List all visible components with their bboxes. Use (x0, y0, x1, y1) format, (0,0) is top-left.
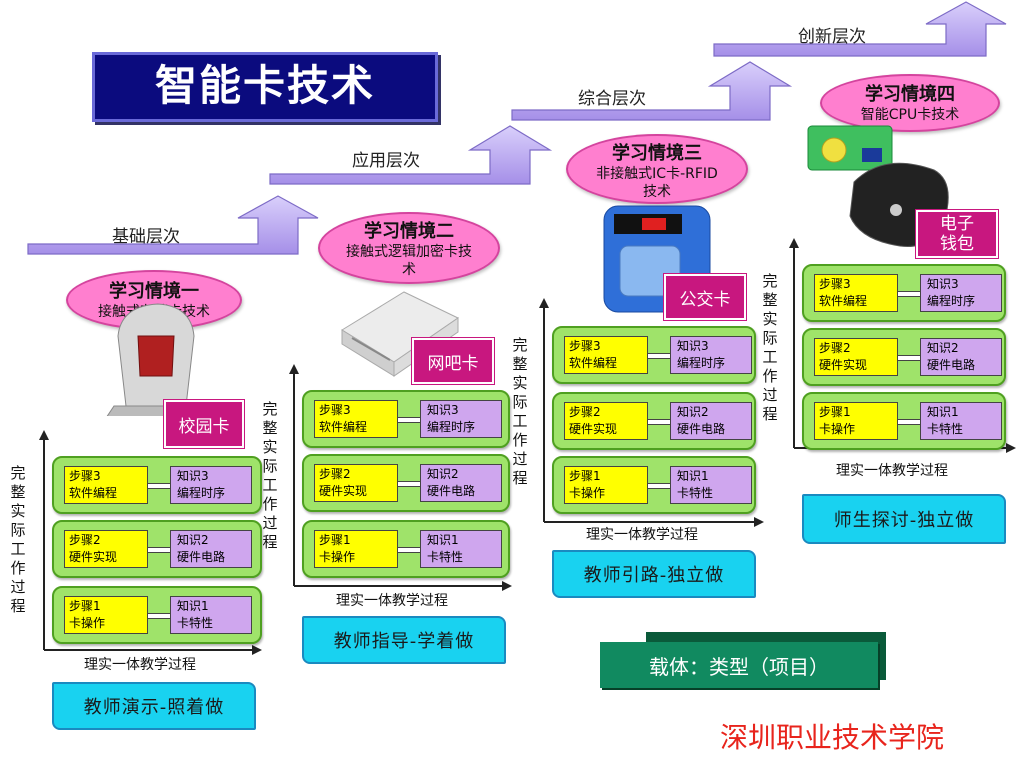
situation-4-card-tag: 电子钱包 (915, 209, 999, 259)
level-label-integrated: 综合层次 (578, 89, 646, 109)
situation-2-axes (289, 364, 512, 591)
step-knowledge-link (148, 613, 170, 619)
level-label-basic: 基础层次 (112, 227, 180, 247)
situation-1-method-scroll: 教师演示-照着做 (52, 682, 256, 730)
situation-3-subtitle: 非接触式IC卡-RFID技术 (596, 166, 718, 200)
situation-3-bubble: 学习情境三 非接触式IC卡-RFID技术 (566, 134, 748, 204)
stair-arrow-integrated (511, 61, 793, 121)
carrier-banner: 载体：类型（项目） (600, 642, 878, 688)
situation-4-subtitle: 智能CPU卡技术 (860, 107, 960, 123)
step-knowledge-link (898, 419, 920, 425)
situation-2-card-tag: 网吧卡 (411, 337, 495, 385)
step-knowledge-link (398, 481, 420, 487)
situation-2-subtitle: 接触式逻辑加密卡技术 (346, 244, 472, 278)
situation-4-y-axis-label: 完整实际工作过程 (762, 272, 778, 423)
situation-1-x-axis-label: 理实一体教学过程 (84, 657, 196, 673)
situation-1-card-tag: 校园卡 (163, 399, 245, 449)
situation-3-card-tag: 公交卡 (663, 273, 747, 321)
situation-1-name: 学习情境一 (109, 281, 199, 302)
stair-arrow-basic (27, 195, 319, 255)
step-knowledge-link (398, 417, 420, 423)
stair-arrow-applied (269, 125, 553, 185)
step-knowledge-link (648, 419, 670, 425)
step-knowledge-link (898, 291, 920, 297)
situation-2-y-axis-label: 完整实际工作过程 (262, 400, 278, 551)
step-knowledge-link (898, 355, 920, 361)
situation-3-y-axis-label: 完整实际工作过程 (512, 336, 528, 487)
step-knowledge-link (148, 483, 170, 489)
step-knowledge-link (648, 483, 670, 489)
situation-4-name: 学习情境四 (865, 84, 955, 105)
situation-2-x-axis-label: 理实一体教学过程 (336, 593, 448, 609)
situation-2-name: 学习情境二 (364, 221, 454, 242)
page-title-text: 智能卡技术 (154, 61, 375, 110)
stair-arrow-innovative (713, 1, 1007, 57)
situation-4-method-scroll: 师生探讨-独立做 (802, 494, 1006, 544)
fingerprint-reader-image (106, 303, 208, 416)
situation-3-x-axis-label: 理实一体教学过程 (586, 527, 698, 543)
step-knowledge-link (648, 353, 670, 359)
step-knowledge-link (398, 547, 420, 553)
page-title: 智能卡技术 (92, 52, 438, 122)
situation-2-method-scroll: 教师指导-学着做 (302, 616, 506, 664)
school-name: 深圳职业技术学院 (720, 721, 945, 754)
situation-2-bubble: 学习情境二 接触式逻辑加密卡技术 (318, 212, 500, 284)
situation-4-bubble: 学习情境四 智能CPU卡技术 (820, 74, 1000, 132)
situation-3-method-scroll: 教师引路-独立做 (552, 550, 756, 598)
situation-3-axes (539, 298, 764, 527)
level-label-applied: 应用层次 (352, 151, 420, 171)
level-label-innovative: 创新层次 (798, 27, 866, 47)
situation-1-axes (39, 430, 262, 655)
situation-4-x-axis-label: 理实一体教学过程 (836, 463, 948, 479)
situation-1-y-axis-label: 完整实际工作过程 (10, 464, 26, 615)
step-knowledge-link (148, 547, 170, 553)
situation-4-card-tag-text: 电子钱包 (940, 214, 974, 254)
situation-3-name: 学习情境三 (612, 143, 702, 164)
